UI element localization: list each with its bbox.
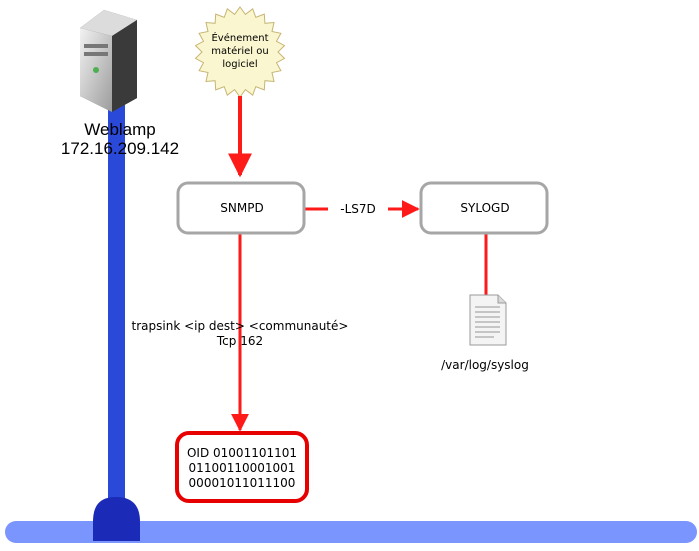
oid-line: 00001011011100 — [188, 476, 296, 490]
trapsink-edge-label: trapsink <ip dest> <communauté> — [131, 319, 349, 333]
tcp-edge-label: Tcp 162 — [216, 334, 264, 348]
oid-line: 01100110001001 — [188, 461, 296, 475]
event-label: Événement matériel ou logiciel — [200, 32, 280, 71]
server-icon — [80, 10, 137, 112]
server-name: Weblamp — [84, 120, 156, 139]
oid-box — [175, 431, 309, 503]
event-label-line: matériel ou — [211, 46, 269, 57]
server-ip: 172.16.209.142 — [60, 139, 180, 158]
sylogd-label: SYLOGD — [460, 201, 510, 215]
log-file-path: /var/log/syslog — [441, 358, 529, 372]
snmpd-label: SNMPD — [220, 201, 264, 215]
sylogd-node — [419, 181, 549, 235]
snmpd-node — [176, 181, 306, 235]
network-bus-vertical — [108, 86, 125, 522]
event-label-line: Événement — [211, 33, 269, 44]
ls7d-edge-label: -LS7D — [328, 202, 388, 216]
document-icon — [469, 294, 507, 346]
oid-line: OID 01001101101 — [186, 446, 298, 460]
oid-label: OID 01001101101 01100110001001 000010110… — [178, 446, 306, 491]
network-bus-horizontal — [5, 521, 697, 543]
network-bus-junction — [93, 497, 140, 541]
event-label-line: logiciel — [222, 59, 258, 70]
